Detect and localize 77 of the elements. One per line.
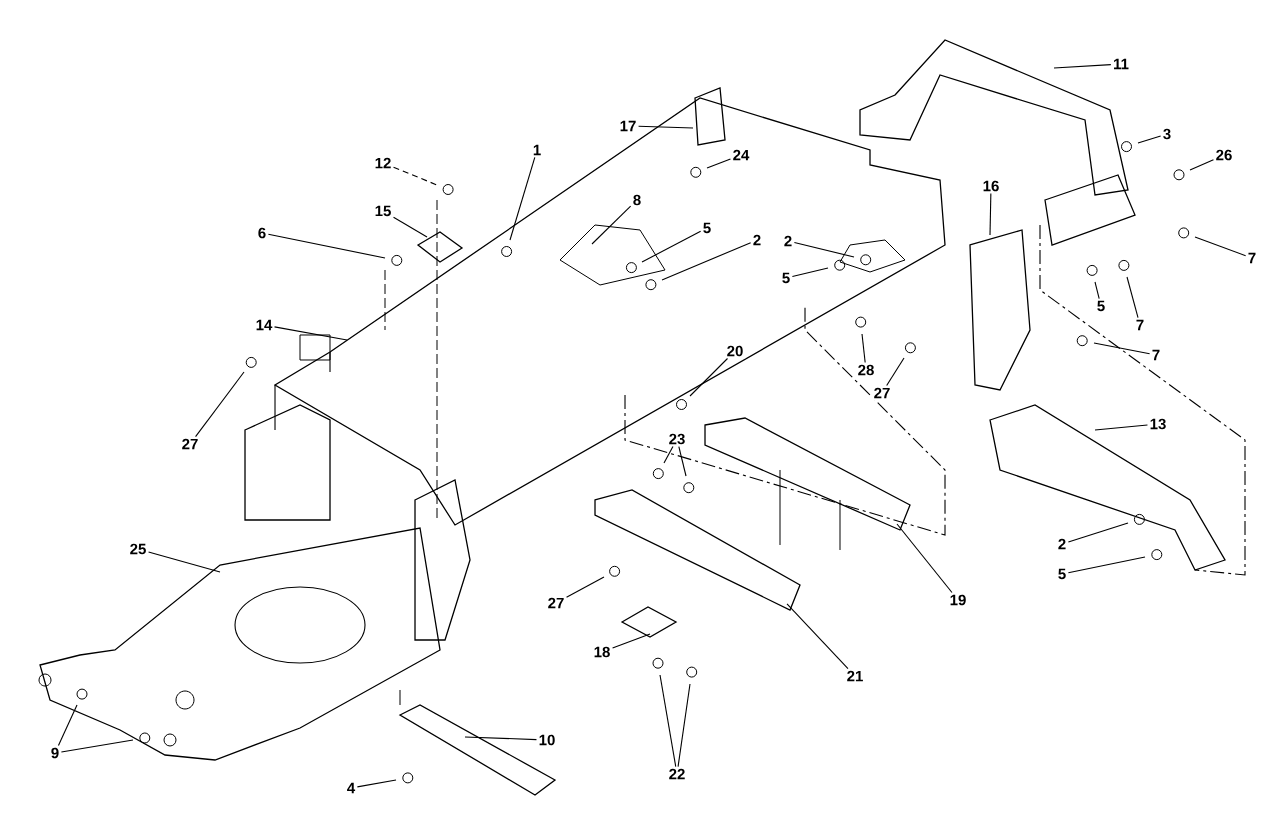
callout-number: 5 (1055, 566, 1069, 582)
callout-number: 18 (591, 644, 613, 660)
callout-number: 4 (344, 780, 358, 796)
leader-line (896, 523, 953, 594)
callout-number: 12 (372, 155, 394, 171)
callout-number: 27 (871, 385, 893, 401)
leader-line (689, 357, 729, 397)
leader-line (659, 674, 677, 768)
callout-number: 10 (536, 732, 558, 748)
leader-line (1194, 236, 1247, 257)
leader-line (393, 166, 438, 186)
leader-line (267, 233, 386, 259)
callout-number: 5 (779, 270, 793, 286)
callout-number: 7 (1149, 347, 1163, 363)
leader-line (1094, 424, 1148, 431)
leader-line (861, 333, 866, 364)
leader-line (1094, 281, 1100, 300)
leader-line (661, 242, 752, 281)
callout-number: 13 (1147, 416, 1169, 432)
leader-line (791, 267, 829, 278)
callout-number: 19 (947, 592, 969, 608)
callout-number: 8 (630, 192, 644, 208)
callout-number: 20 (724, 343, 746, 359)
leader-line (1067, 556, 1146, 574)
leader-line (57, 704, 78, 747)
callout-number: 21 (844, 668, 866, 684)
leader-line (195, 371, 245, 438)
callout-number: 3 (1160, 126, 1174, 142)
callout-number: 14 (253, 317, 275, 333)
leader-line (1093, 342, 1151, 355)
callout-number: 24 (730, 147, 752, 163)
leader-line (356, 779, 397, 788)
callout-number: 2 (1055, 536, 1069, 552)
leader-line (638, 125, 694, 129)
callout-number: 11 (1111, 56, 1131, 72)
callout-number: 7 (1245, 250, 1259, 266)
leader-line (148, 551, 221, 573)
callout-number: 28 (855, 362, 877, 378)
leader-line (1053, 64, 1112, 69)
leader-line (1126, 276, 1139, 319)
callout-number: 5 (1094, 298, 1108, 314)
leader-line (663, 445, 674, 464)
callout-number: 22 (666, 766, 688, 782)
callout-number: 2 (781, 233, 795, 249)
leader-line (793, 242, 855, 258)
callout-number: 16 (980, 178, 1002, 194)
leader-line (509, 156, 536, 241)
leader-line (886, 357, 905, 387)
leader-line (393, 216, 428, 238)
callout-number: 7 (1133, 317, 1147, 333)
callout-number: 17 (617, 118, 639, 134)
leader-line (591, 205, 632, 245)
leader-line (678, 445, 687, 477)
callout-number: 9 (48, 745, 62, 761)
leader-line (677, 683, 691, 768)
callout-number: 26 (1213, 147, 1235, 163)
callout-number: 15 (372, 203, 394, 219)
leader-line (1067, 522, 1129, 543)
leader-line (706, 158, 731, 169)
callout-number: 6 (255, 225, 269, 241)
callout-number: 2 (750, 232, 764, 248)
callout-number: 27 (179, 436, 201, 452)
callout-number: 27 (545, 595, 567, 611)
callout-number: 5 (700, 220, 714, 236)
leader-line (60, 739, 134, 753)
leader-line (1189, 159, 1214, 171)
leader-line (1137, 135, 1162, 144)
leader-line (566, 576, 605, 598)
leader-line (786, 603, 849, 670)
leader-line (464, 736, 537, 741)
leader-line (641, 230, 702, 263)
leader-line (274, 326, 348, 341)
callout-number: 23 (666, 431, 688, 447)
leader-line (989, 192, 992, 236)
leader-line (612, 633, 651, 649)
callout-number: 1 (530, 142, 544, 158)
callout-number: 25 (127, 541, 149, 557)
